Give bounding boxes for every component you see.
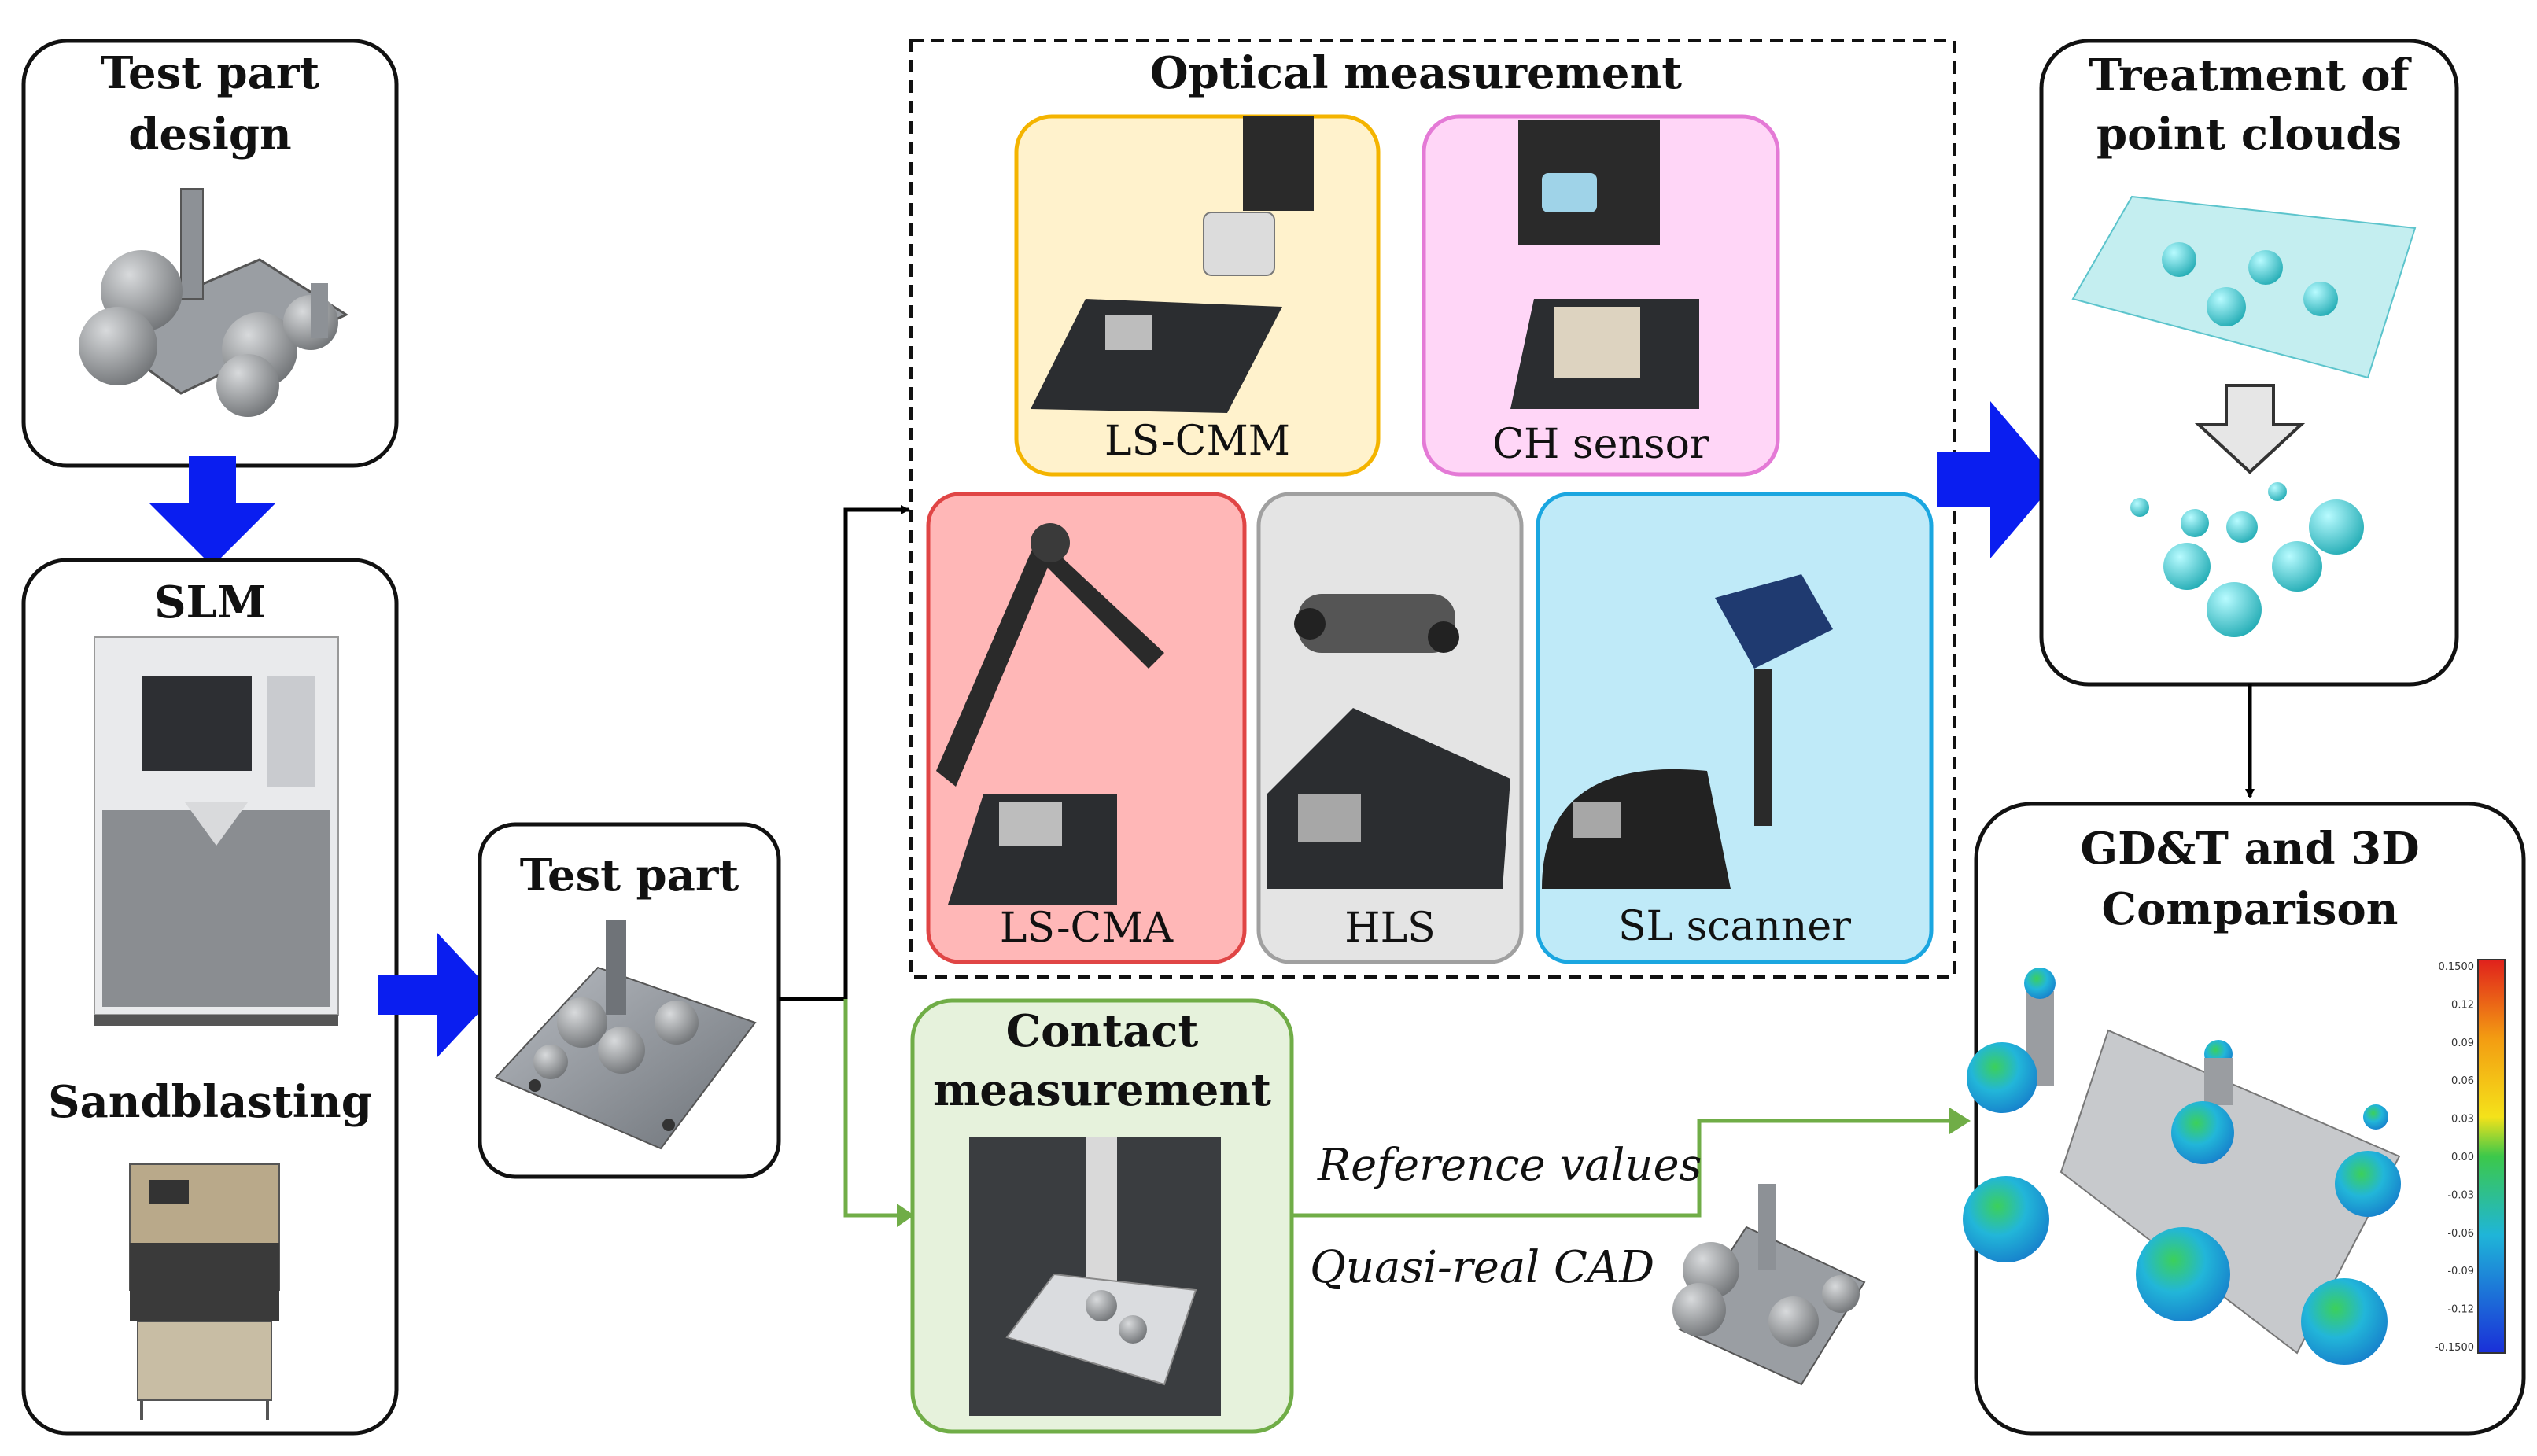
gdt-title-line2: Comparison: [2102, 883, 2399, 935]
sl-scanner-label: SL scanner: [1618, 903, 1851, 950]
contact-title-line1: Contact: [1006, 1005, 1199, 1057]
test-part-to-contact-arrow: [843, 999, 905, 1218]
ls-cmm-label: LS-CMM: [1104, 418, 1290, 465]
point-cloud-image: [2071, 195, 2417, 379]
colorbar-tick: 0.12: [2451, 999, 2474, 1011]
sandblasting-title: Sandblasting: [48, 1076, 372, 1128]
cad-model-image: [79, 188, 349, 417]
ls-cmm-panel: LS-CMM: [1014, 114, 1381, 477]
down-hollow-arrow: [2194, 384, 2306, 474]
colorbar-tick: 0.06: [2451, 1075, 2474, 1087]
colorbar-tick: -0.1500: [2435, 1342, 2474, 1354]
treatment-point-clouds-box: Treatment of point clouds: [2039, 39, 2459, 687]
contact-cmm-image: [969, 1137, 1221, 1416]
optical-measurement-title: Optical measurement: [1150, 47, 1682, 99]
test-part-title: Test part: [520, 850, 739, 901]
colorbar-tick: 0.03: [2451, 1114, 2474, 1126]
ch-sensor-panel: CH sensor: [1422, 114, 1780, 477]
colorbar-tick: -0.03: [2447, 1189, 2474, 1201]
ch-sensor-label: CH sensor: [1492, 421, 1709, 468]
slm-sandblasting-box: SLM Sandblasting: [21, 558, 399, 1436]
slm-title: SLM: [154, 577, 266, 628]
segmented-cloud-image: [2130, 482, 2364, 637]
colorbar-tick: 0.09: [2451, 1038, 2474, 1049]
optical-to-treatment-arrow: [1937, 401, 2057, 558]
colorbar-tick: 0.00: [2451, 1152, 2474, 1163]
colorbar-tick-labels: 0.1500 0.12 0.09 0.06 0.03 0.00 -0.03 -0.06 -0.0…: [2435, 961, 2474, 1354]
colorbar-tick: 0.1500: [2439, 961, 2475, 973]
contact-measurement-box: Contact measurement: [910, 998, 1294, 1434]
design-to-slm-arrow: [149, 456, 275, 566]
test-part-design-title-line1: Test part: [101, 47, 320, 99]
optical-measurement-box: Optical measurement LS-CMM CH sensor: [909, 39, 1956, 979]
treatment-title-line2: point clouds: [2096, 109, 2402, 160]
hls-panel: HLS: [1256, 492, 1524, 964]
deviation-map-image: [1963, 968, 2401, 1365]
hls-label: HLS: [1344, 905, 1436, 952]
deviation-colorbar: 0.1500 0.12 0.09 0.06 0.03 0.00 -0.03 -0.06 -0.0…: [2435, 959, 2506, 1354]
ls-cma-label: LS-CMA: [1000, 905, 1174, 952]
gdt-comparison-box: GD&T and 3D Comparison 0.1500 0.12 0.09 0.0…: [1963, 802, 2526, 1436]
gdt-title-line1: GD&T and 3D: [2080, 823, 2419, 875]
sandblasting-machine-image: [129, 1163, 280, 1420]
test-part-design-title-line2: design: [128, 109, 291, 160]
colorbar-tick: -0.12: [2447, 1304, 2474, 1316]
colorbar-tick: -0.09: [2447, 1266, 2474, 1277]
sl-scanner-panel: SL scanner: [1536, 492, 1934, 964]
test-part-box: Test part: [478, 822, 781, 1179]
ls-cma-panel: LS-CMA: [926, 492, 1247, 964]
colorbar-tick: -0.06: [2447, 1228, 2474, 1240]
reference-values-label: Reference values: [1317, 1140, 1702, 1191]
slm-to-test-part-arrow: [378, 932, 496, 1058]
treatment-title-line1: Treatment of: [2089, 50, 2412, 101]
quasi-real-cad-label: Quasi-real CAD: [1310, 1242, 1654, 1293]
contact-title-line2: measurement: [933, 1064, 1271, 1116]
test-part-design-box: Test part design: [21, 39, 399, 468]
test-part-to-optical-arrow: [779, 505, 910, 1001]
slm-machine-image: [94, 636, 339, 1026]
test-part-image: [494, 920, 757, 1150]
contact-to-gdt-arrow: [1292, 1119, 1959, 1218]
quasi-real-cad-image: [1672, 1184, 1866, 1386]
